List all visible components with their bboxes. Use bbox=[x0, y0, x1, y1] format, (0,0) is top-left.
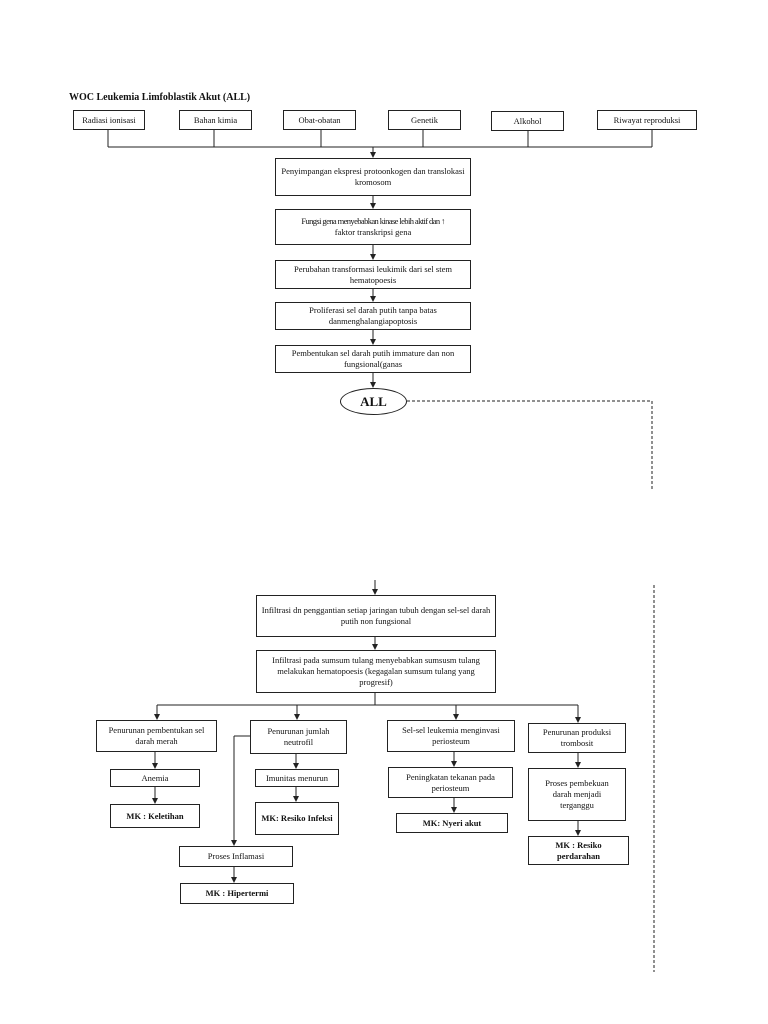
box-proliferasi: Proliferasi sel darah putih tanpa batas … bbox=[275, 302, 471, 330]
box-penurunan-neutrofil: Penurunan jumlah neutrofil bbox=[250, 720, 347, 754]
cause-obat-obatan: Obat-obatan bbox=[283, 110, 356, 130]
box-sel-leukemia-periosteum: Sel-sel leukemia menginvasi periosteum bbox=[387, 720, 515, 752]
box-imunitas-menurun: Imunitas menurun bbox=[255, 769, 339, 787]
diagram-title: WOC Leukemia Limfoblastik Akut (ALL) bbox=[69, 92, 251, 103]
cause-bahan-kimia: Bahan kimia bbox=[179, 110, 252, 130]
cause-riwayat-reproduksi: Riwayat reproduksi bbox=[597, 110, 697, 130]
box-proses-inflamasi: Proses Inflamasi bbox=[179, 846, 293, 867]
cause-alkohol: Alkohol bbox=[491, 111, 564, 131]
box-proses-pembekuan: Proses pembekuan darah menjadi terganggu bbox=[528, 768, 626, 821]
box-fungsi-gena: Fungsi gena menyebabkan kinase lebih akt… bbox=[275, 209, 471, 245]
box-penurunan-sel-darah-merah: Penurunan pembentukan sel darah merah bbox=[96, 720, 217, 752]
box-mk-nyeri-akut: MK: Nyeri akut bbox=[396, 813, 508, 833]
box-infiltrasi-sumsum: Infiltrasi pada sumsum tulang menyebabka… bbox=[256, 650, 496, 693]
box-mk-resiko-infeksi: MK: Resiko Infeksi bbox=[255, 802, 339, 835]
fungsi-gena-line1: Fungsi gena menyebabkan kinase lebih akt… bbox=[301, 216, 445, 226]
cause-genetik: Genetik bbox=[388, 110, 461, 130]
box-anemia: Anemia bbox=[110, 769, 200, 787]
box-penyimpangan-ekspresi: Penyimpangan ekspresi protoonkogen dan t… bbox=[275, 158, 471, 196]
box-infiltrasi-jaringan: Infiltrasi dn penggantian setiap jaringa… bbox=[256, 595, 496, 637]
fungsi-gena-line2: faktor transkripsi gena bbox=[334, 227, 412, 237]
cause-radiasi-ionisasi: Radiasi ionisasi bbox=[73, 110, 145, 130]
box-penurunan-trombosit: Penurunan produksi trombosit bbox=[528, 723, 626, 753]
box-mk-resiko-perdarahan: MK : Resiko perdarahan bbox=[528, 836, 629, 865]
box-mk-keletihan: MK : Keletihan bbox=[110, 804, 200, 828]
all-node: ALL bbox=[340, 388, 407, 415]
box-peningkatan-tekanan: Peningkatan tekanan pada periosteum bbox=[388, 767, 513, 798]
box-mk-hipertermi: MK : Hipertermi bbox=[180, 883, 294, 904]
box-perubahan-transformasi: Perubahan transformasi leukimik dari sel… bbox=[275, 260, 471, 289]
box-pembentukan-sel: Pembentukan sel darah putih immature dan… bbox=[275, 345, 471, 373]
